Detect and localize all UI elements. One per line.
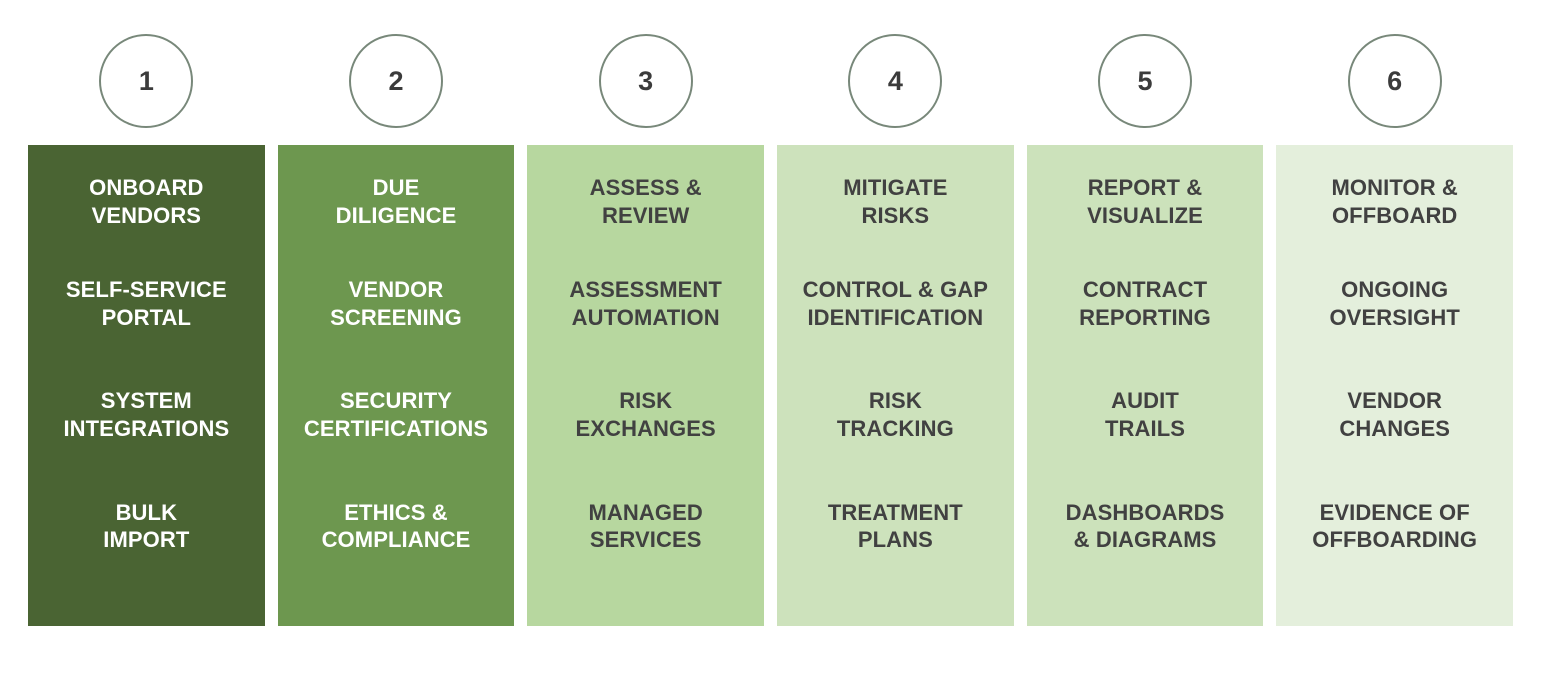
stage-heading-2: DUE DILIGENCE (335, 175, 457, 228)
stage-item-2-3: ETHICS & COMPLIANCE (321, 499, 471, 553)
step-circle-1: 1 (99, 34, 194, 128)
stage-item-cell-3-1: ASSESSMENT AUTOMATION (533, 276, 758, 387)
stage-heading-1: ONBOARD VENDORS (89, 175, 204, 228)
stage-item-cell-2-3: ETHICS & COMPLIANCE (284, 499, 509, 610)
stage-column-2: DUE DILIGENCE VENDOR SCREENING SECURITY … (277, 145, 515, 626)
step-circle-2: 2 (349, 34, 443, 128)
stage-item-4-2: RISK TRACKING (836, 388, 954, 441)
step-number-cell-3: 3 (527, 33, 764, 129)
stage-item-2-2: SECURITY CERTIFICATIONS (303, 388, 489, 441)
stage-item-cell-1-1: SELF-SERVICE PORTAL (34, 276, 259, 387)
step-number-row: 1 2 3 4 5 6 (28, 33, 1513, 129)
stage-heading-3: ASSESS & REVIEW (589, 175, 702, 228)
stage-heading-cell-4: MITIGATE RISKS (783, 174, 1008, 276)
step-number-cell-5: 5 (1027, 33, 1264, 129)
step-number-cell-2: 2 (278, 33, 515, 129)
stage-item-cell-3-2: RISK EXCHANGES (533, 387, 758, 498)
step-number-cell-4: 4 (777, 33, 1014, 129)
step-number-label-5: 5 (1137, 65, 1153, 96)
stage-item-cell-1-2: SYSTEM INTEGRATIONS (34, 387, 259, 498)
stage-item-3-1: ASSESSMENT AUTOMATION (569, 277, 722, 330)
stage-item-1-3: BULK IMPORT (103, 499, 190, 553)
stage-item-6-3: EVIDENCE OF OFFBOARDING (1312, 499, 1478, 553)
stage-heading-cell-6: MONITOR & OFFBOARD (1282, 174, 1507, 276)
stage-item-cell-3-3: MANAGED SERVICES (533, 499, 758, 610)
step-number-label-1: 1 (138, 65, 154, 96)
stage-heading-cell-3: ASSESS & REVIEW (533, 174, 758, 276)
stage-item-cell-6-3: EVIDENCE OF OFFBOARDING (1282, 499, 1507, 610)
stage-heading-5: REPORT & VISUALIZE (1087, 175, 1203, 228)
step-circle-5: 5 (1098, 34, 1193, 128)
stage-item-cell-6-2: VENDOR CHANGES (1282, 387, 1507, 498)
stage-item-cell-5-3: DASHBOARDS & DIAGRAMS (1033, 499, 1258, 610)
stage-heading-cell-1: ONBOARD VENDORS (34, 174, 259, 276)
stage-column-6: MONITOR & OFFBOARD ONGOING OVERSIGHT VEN… (1276, 145, 1514, 626)
stage-item-3-3: MANAGED SERVICES (588, 499, 703, 553)
stage-item-4-1: CONTROL & GAP IDENTIFICATION (802, 277, 989, 330)
stage-item-5-3: DASHBOARDS & DIAGRAMS (1065, 499, 1225, 553)
stage-item-5-1: CONTRACT REPORTING (1079, 277, 1211, 330)
stage-item-cell-4-3: TREATMENT PLANS (783, 499, 1008, 610)
stage-heading-cell-5: REPORT & VISUALIZE (1033, 174, 1258, 276)
step-number-label-3: 3 (638, 65, 654, 96)
stage-heading-cell-2: DUE DILIGENCE (284, 174, 509, 276)
step-circle-4: 4 (848, 34, 943, 128)
stage-item-2-1: VENDOR SCREENING (330, 277, 462, 330)
stage-column-1: ONBOARD VENDORS SELF-SERVICE PORTAL SYST… (28, 145, 265, 626)
step-number-cell-1: 1 (28, 33, 265, 129)
stage-item-4-3: TREATMENT PLANS (827, 499, 963, 553)
stage-item-cell-5-1: CONTRACT REPORTING (1033, 276, 1258, 387)
stage-item-6-1: ONGOING OVERSIGHT (1329, 277, 1460, 330)
stage-item-1-1: SELF-SERVICE PORTAL (65, 277, 227, 330)
stage-item-cell-1-3: BULK IMPORT (34, 499, 259, 610)
stage-item-cell-6-1: ONGOING OVERSIGHT (1282, 276, 1507, 387)
stage-column-3: ASSESS & REVIEW ASSESSMENT AUTOMATION RI… (527, 145, 765, 626)
stage-item-6-2: VENDOR CHANGES (1339, 388, 1451, 441)
stage-item-5-2: AUDIT TRAILS (1105, 388, 1186, 441)
stage-heading-4: MITIGATE RISKS (843, 175, 948, 228)
stage-column-row: ONBOARD VENDORS SELF-SERVICE PORTAL SYST… (28, 145, 1514, 626)
stage-item-3-2: RISK EXCHANGES (575, 388, 716, 441)
stage-item-cell-2-1: VENDOR SCREENING (284, 276, 509, 387)
step-circle-6: 6 (1347, 34, 1442, 128)
stage-item-cell-4-1: CONTROL & GAP IDENTIFICATION (783, 276, 1008, 387)
stage-item-cell-2-2: SECURITY CERTIFICATIONS (284, 387, 509, 498)
step-number-cell-6: 6 (1276, 33, 1513, 129)
step-number-label-6: 6 (1387, 65, 1403, 96)
step-number-label-4: 4 (887, 65, 903, 96)
stage-column-4: MITIGATE RISKS CONTROL & GAP IDENTIFICAT… (777, 145, 1014, 626)
stage-item-cell-4-2: RISK TRACKING (783, 387, 1008, 498)
stage-item-cell-5-2: AUDIT TRAILS (1033, 387, 1258, 498)
stage-column-5: REPORT & VISUALIZE CONTRACT REPORTING AU… (1026, 145, 1264, 626)
stage-heading-6: MONITOR & OFFBOARD (1331, 175, 1458, 228)
stage-item-1-2: SYSTEM INTEGRATIONS (63, 388, 230, 441)
step-circle-3: 3 (598, 34, 693, 128)
step-number-label-2: 2 (388, 65, 404, 96)
